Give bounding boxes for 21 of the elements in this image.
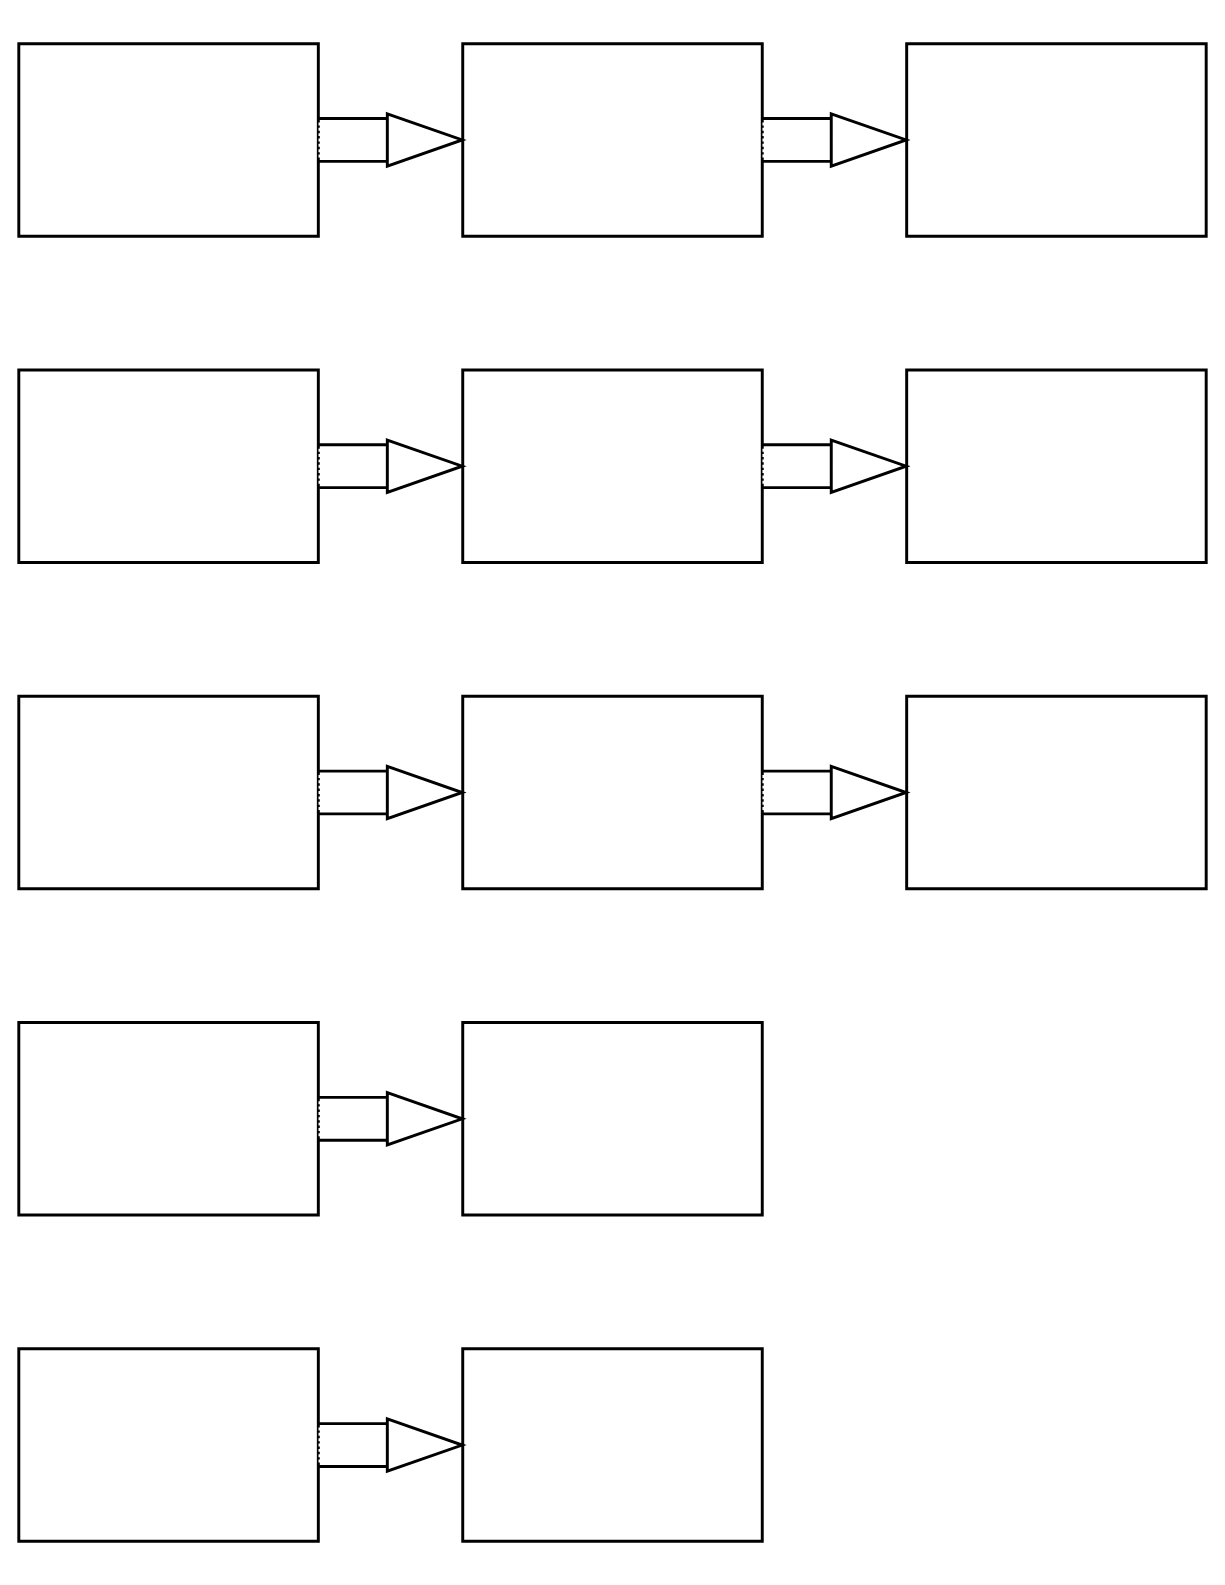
arrow xyxy=(318,437,467,495)
node-box xyxy=(17,1021,320,1217)
arrow xyxy=(318,1416,467,1474)
node-box xyxy=(17,368,320,564)
node-box xyxy=(461,42,764,238)
node-box xyxy=(905,368,1208,564)
arrow xyxy=(318,111,467,169)
node-box xyxy=(461,368,764,564)
arrow xyxy=(318,1090,467,1148)
node-box xyxy=(905,694,1208,891)
node-box xyxy=(17,1347,320,1543)
node-box xyxy=(461,1347,764,1543)
arrow xyxy=(318,764,467,821)
arrow xyxy=(762,764,911,821)
node-box xyxy=(17,694,320,891)
node-box xyxy=(17,42,320,238)
node-box xyxy=(461,694,764,891)
node-box xyxy=(461,1021,764,1217)
arrow xyxy=(762,111,911,169)
node-box xyxy=(905,42,1208,238)
arrow xyxy=(762,437,911,495)
